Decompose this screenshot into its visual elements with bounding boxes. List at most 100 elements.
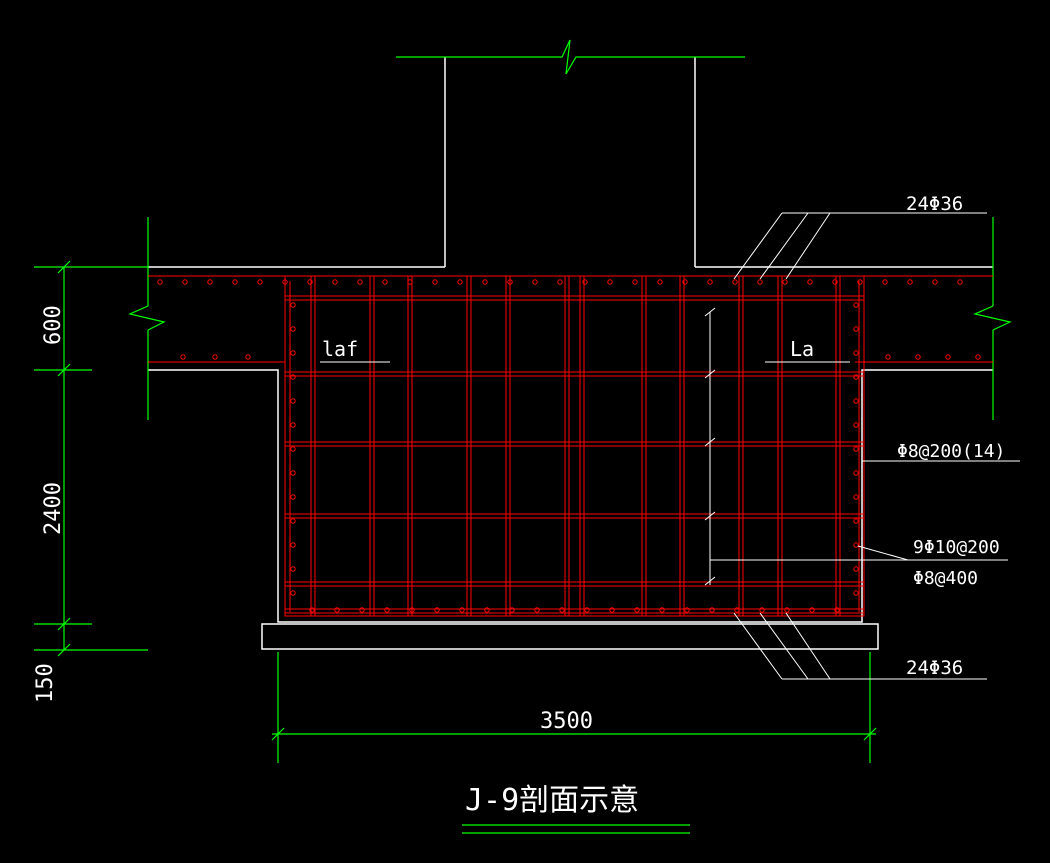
rebar-dot bbox=[784, 607, 790, 613]
label-left-anchor: laf bbox=[322, 337, 358, 361]
label-bottom-bars: 24Φ36 bbox=[906, 657, 963, 679]
rebar-dot bbox=[853, 494, 859, 500]
rebar-dot bbox=[384, 607, 390, 613]
dimension-lines bbox=[34, 39, 1012, 834]
rebar-dot bbox=[759, 607, 765, 613]
rebar-dot bbox=[853, 374, 859, 380]
rebar-dot bbox=[559, 607, 565, 613]
rebar-dot bbox=[290, 326, 296, 332]
rebar-dot bbox=[853, 350, 859, 356]
rebar-dot bbox=[857, 279, 863, 285]
rebar-dot bbox=[832, 279, 838, 285]
rebar-dot bbox=[945, 354, 951, 360]
rebar-dot bbox=[290, 494, 296, 500]
rebar-dot bbox=[290, 590, 296, 596]
label-top-bars: 24Φ36 bbox=[906, 193, 963, 215]
rebar-dot bbox=[915, 354, 921, 360]
drawing-title: J-9剖面示意 bbox=[465, 783, 639, 818]
rebar-dot bbox=[212, 354, 218, 360]
dim-pit-depth: 2400 bbox=[41, 482, 66, 535]
dim-top-slab: 600 bbox=[41, 305, 66, 345]
rebar-cage bbox=[148, 275, 993, 617]
rebar-dot bbox=[853, 326, 859, 332]
rebar-dot bbox=[534, 607, 540, 613]
rebar-dot bbox=[853, 566, 859, 572]
rebar-dot bbox=[782, 279, 788, 285]
rebar-dot bbox=[907, 279, 913, 285]
rebar-dot bbox=[809, 607, 815, 613]
rebar-dot bbox=[434, 607, 440, 613]
rebar-dot bbox=[853, 470, 859, 476]
rebar-dot bbox=[290, 470, 296, 476]
rebar-dot bbox=[853, 302, 859, 308]
rebar-dot bbox=[357, 279, 363, 285]
rebar-dot bbox=[409, 607, 415, 613]
rebar-dot bbox=[582, 279, 588, 285]
rebar-dot bbox=[853, 398, 859, 404]
rebar-dot bbox=[975, 354, 981, 360]
rebar-dot bbox=[932, 279, 938, 285]
rebar-dot bbox=[557, 279, 563, 285]
rebar-dot bbox=[482, 279, 488, 285]
rebar-dot bbox=[290, 350, 296, 356]
rebar-dot bbox=[634, 607, 640, 613]
dim-cushion: 150 bbox=[33, 663, 58, 703]
rebar-dot bbox=[853, 542, 859, 548]
label-right-anchor: La bbox=[790, 337, 814, 361]
concrete-outline bbox=[148, 57, 993, 650]
rebar-dot bbox=[853, 590, 859, 596]
rebar-dot bbox=[334, 607, 340, 613]
dim-width: 3500 bbox=[540, 709, 593, 734]
rebar-dot bbox=[182, 279, 188, 285]
rebar-dot bbox=[659, 607, 665, 613]
rebar-dot bbox=[290, 518, 296, 524]
label-wall-bars: 9Φ10@200 bbox=[913, 537, 1000, 558]
rebar-dot bbox=[359, 607, 365, 613]
label-side-stirrup: Φ8@200(14) bbox=[897, 441, 1005, 462]
rebar-dot bbox=[382, 279, 388, 285]
rebar-dot bbox=[309, 607, 315, 613]
rebar-dot bbox=[584, 607, 590, 613]
rebar-dot bbox=[290, 566, 296, 572]
rebar-dot bbox=[853, 446, 859, 452]
rebar-dot bbox=[290, 446, 296, 452]
rebar-dot bbox=[684, 607, 690, 613]
rebar-dot bbox=[509, 607, 515, 613]
rebar-dot bbox=[245, 354, 251, 360]
rebar-dot bbox=[807, 279, 813, 285]
rebar-dot bbox=[609, 607, 615, 613]
label-tie-bars: Φ8@400 bbox=[913, 568, 978, 589]
rebar-dot bbox=[834, 607, 840, 613]
rebar-dot bbox=[532, 279, 538, 285]
rebar-dot bbox=[290, 374, 296, 380]
rebar-dot bbox=[207, 279, 213, 285]
rebar-dot bbox=[282, 279, 288, 285]
rebar-dots bbox=[157, 279, 981, 613]
rebar-dot bbox=[290, 422, 296, 428]
rebar-dot bbox=[432, 279, 438, 285]
rebar-dot bbox=[709, 607, 715, 613]
rebar-dot bbox=[734, 607, 740, 613]
rebar-dot bbox=[507, 279, 513, 285]
rebar-dot bbox=[853, 422, 859, 428]
rebar-dot bbox=[757, 279, 763, 285]
rebar-dot bbox=[307, 279, 313, 285]
rebar-dot bbox=[682, 279, 688, 285]
rebar-dot bbox=[484, 607, 490, 613]
rebar-dot bbox=[257, 279, 263, 285]
rebar-dot bbox=[332, 279, 338, 285]
rebar-dot bbox=[707, 279, 713, 285]
rebar-dot bbox=[885, 354, 891, 360]
annotations: 600 2400 150 3500 laf La 24Φ36 24Φ36 Φ8@… bbox=[33, 193, 1005, 818]
rebar-dot bbox=[180, 354, 186, 360]
rebar-dot bbox=[657, 279, 663, 285]
rebar-dot bbox=[732, 279, 738, 285]
rebar-dot bbox=[853, 518, 859, 524]
rebar-dot bbox=[882, 279, 888, 285]
rebar-dot bbox=[157, 279, 163, 285]
rebar-dot bbox=[632, 279, 638, 285]
rebar-dot bbox=[232, 279, 238, 285]
rebar-dot bbox=[407, 279, 413, 285]
rebar-dot bbox=[459, 607, 465, 613]
